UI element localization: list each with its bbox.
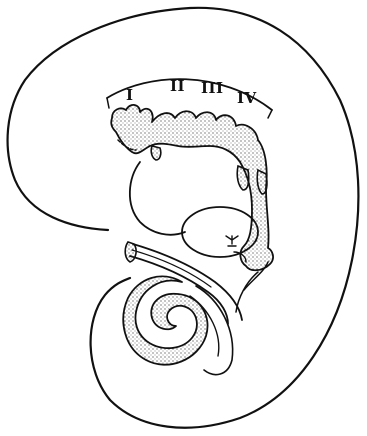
segment-label-1: I bbox=[126, 86, 134, 104]
arch-drop-2 bbox=[237, 166, 249, 190]
segment-label-3: III bbox=[201, 79, 224, 97]
segment-label-4: IV bbox=[237, 89, 257, 107]
tail-spiral bbox=[123, 276, 207, 364]
stalk-cut-end bbox=[125, 242, 136, 262]
embryo-outline bbox=[8, 8, 359, 428]
segment-label-2: II bbox=[170, 77, 185, 95]
yolk-sac-outline bbox=[130, 162, 185, 235]
arch-drop-1 bbox=[151, 146, 161, 160]
segment-labels: I II III IV bbox=[126, 77, 257, 107]
